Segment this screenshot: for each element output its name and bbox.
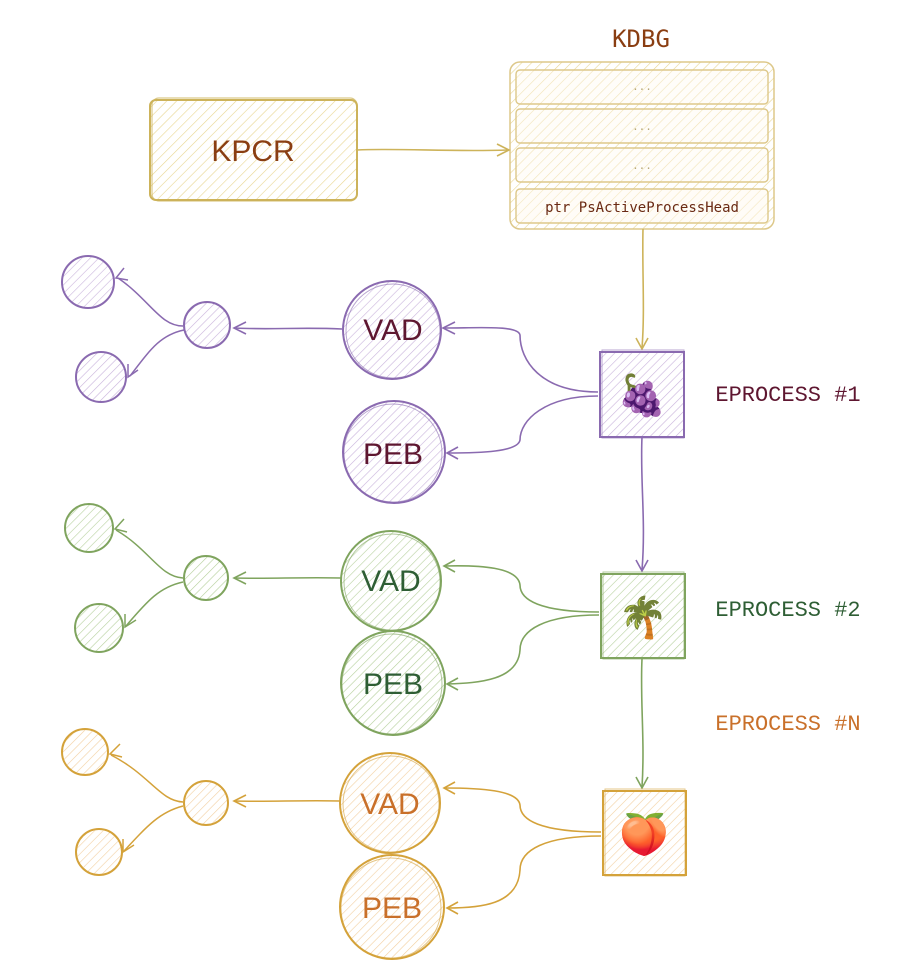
process-2-group: 🌴 EPROCESS #2 VAD PEB [64,503,861,736]
vad-2-tree-root [183,555,229,601]
eprocess-2-label: EPROCESS #2 [715,598,860,623]
peb-n-node [339,854,445,960]
kdbg-row-2 [515,108,769,144]
peb-2-label: PEB [363,668,423,701]
process-1-group: 🍇 EPROCESS #1 VAD PEB [61,255,861,504]
vad-2-label: VAD [361,565,420,598]
kdbg-row-3-dots: ... [632,159,652,172]
kdbg-pointer-label: ptr PsActiveProcessHead [545,200,739,216]
eprocess2-to-eprocessN-arrow [635,658,649,790]
kpcr-to-kdbg-arrow [356,143,511,157]
kpcr-label: KPCR [211,135,294,168]
eprocess-2-connectors [232,559,600,691]
eprocess-n-label: EPROCESS #N [715,712,860,737]
kdbg-row-1-dots: ... [632,80,652,93]
vad-1-label: VAD [363,314,422,347]
process-n-group: EPROCESS #N 🍑 VAD PEB [61,712,861,960]
peb-2-node [340,630,446,736]
eprocess-1-connectors [232,321,599,460]
kdbg-row-2-dots: ... [632,120,652,133]
vad-n-tree-root [183,780,229,826]
eprocess-2-emoji: 🌴 [618,594,668,640]
vad-n-node [339,752,441,854]
peb-1-label: PEB [363,438,423,471]
vad-1-node [342,280,442,380]
vad-n-tree-right [75,828,123,876]
eprocess-n-connectors [232,781,602,915]
eprocess-n-box [602,790,687,876]
vad-n-label: VAD [360,788,419,821]
vad-n-tree-left [61,728,109,776]
peb-n-label: PEB [362,892,422,925]
eprocess-n-emoji: 🍑 [619,811,669,857]
peb-1-node [342,400,446,504]
eprocess-1-label: EPROCESS #1 [715,383,860,408]
kdbg-row-3 [515,147,769,183]
kdbg-box: ... ... ... ptr PsActiveProcessHead [509,61,775,230]
kpcr-box: KPCR [149,97,358,202]
eprocess-2-box [600,573,686,659]
vad-1-tree-right [75,351,127,403]
kdbg-to-eprocess1-arrow [635,228,649,351]
kdbg-title: KDBG [612,25,670,53]
eprocess1-to-eprocess2-arrow [635,436,649,573]
kdbg-row-1 [515,69,769,105]
vad-2-tree-right [74,603,124,653]
kdbg-pointer-row [515,188,769,224]
vad-1-tree-root [183,301,231,349]
vad-1-tree-left [61,255,115,309]
eprocess-1-emoji: 🍇 [617,372,667,419]
vad-2-tree-left [64,503,114,553]
